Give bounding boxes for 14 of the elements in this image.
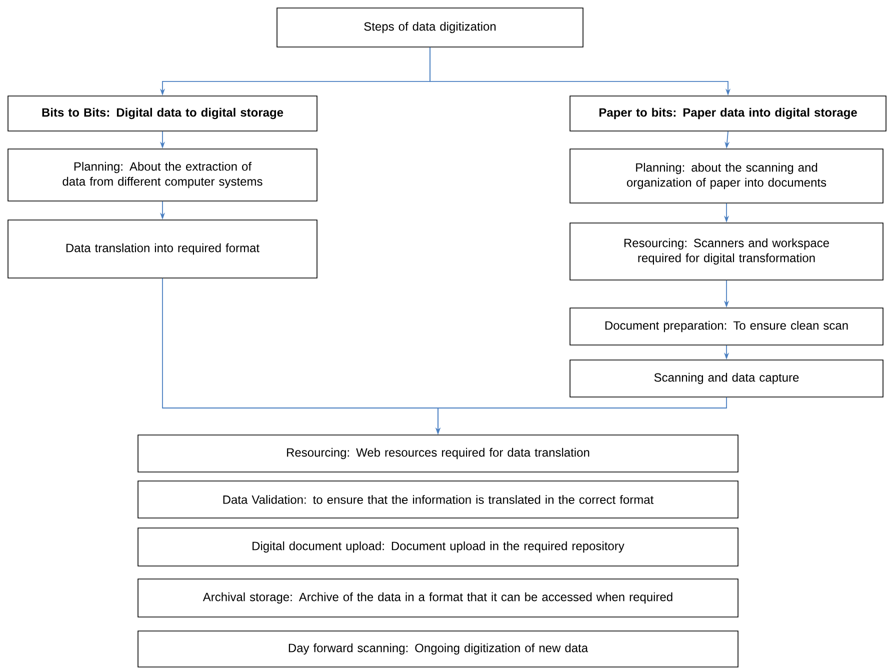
step-box: Data Validation: to ensure that the information is translated in the correct format bbox=[138, 480, 738, 518]
step-box: Resourcing: Scanners and workspace required for digital transformation bbox=[570, 222, 884, 280]
step-box: Data translation into required format bbox=[8, 220, 318, 278]
step-box: Archival storage: Archive of the data in a format that it can be accessed when required bbox=[138, 578, 738, 618]
step-box: Planning: About the extraction of data from different computer systems bbox=[8, 148, 318, 202]
step-box: Document preparation: To ensure clean scan bbox=[570, 308, 884, 346]
step-box: Scanning and data capture bbox=[570, 360, 884, 398]
step-box: Digital document upload: Document upload in the required repository bbox=[138, 528, 738, 566]
step-box: Planning: about the scanning and organization of paper into documents bbox=[570, 148, 884, 204]
title-box: Steps of data digitization bbox=[276, 8, 584, 48]
step-box: Day forward scanning: Ongoing digitization of new data bbox=[138, 630, 738, 668]
branch-heading-box: Bits to Bits: Digital data to digital storage bbox=[8, 96, 318, 132]
step-box: Resourcing: Web resources required for data translation bbox=[138, 434, 738, 472]
branch-heading-box: Paper to bits: Paper data into digital storage bbox=[570, 96, 886, 132]
